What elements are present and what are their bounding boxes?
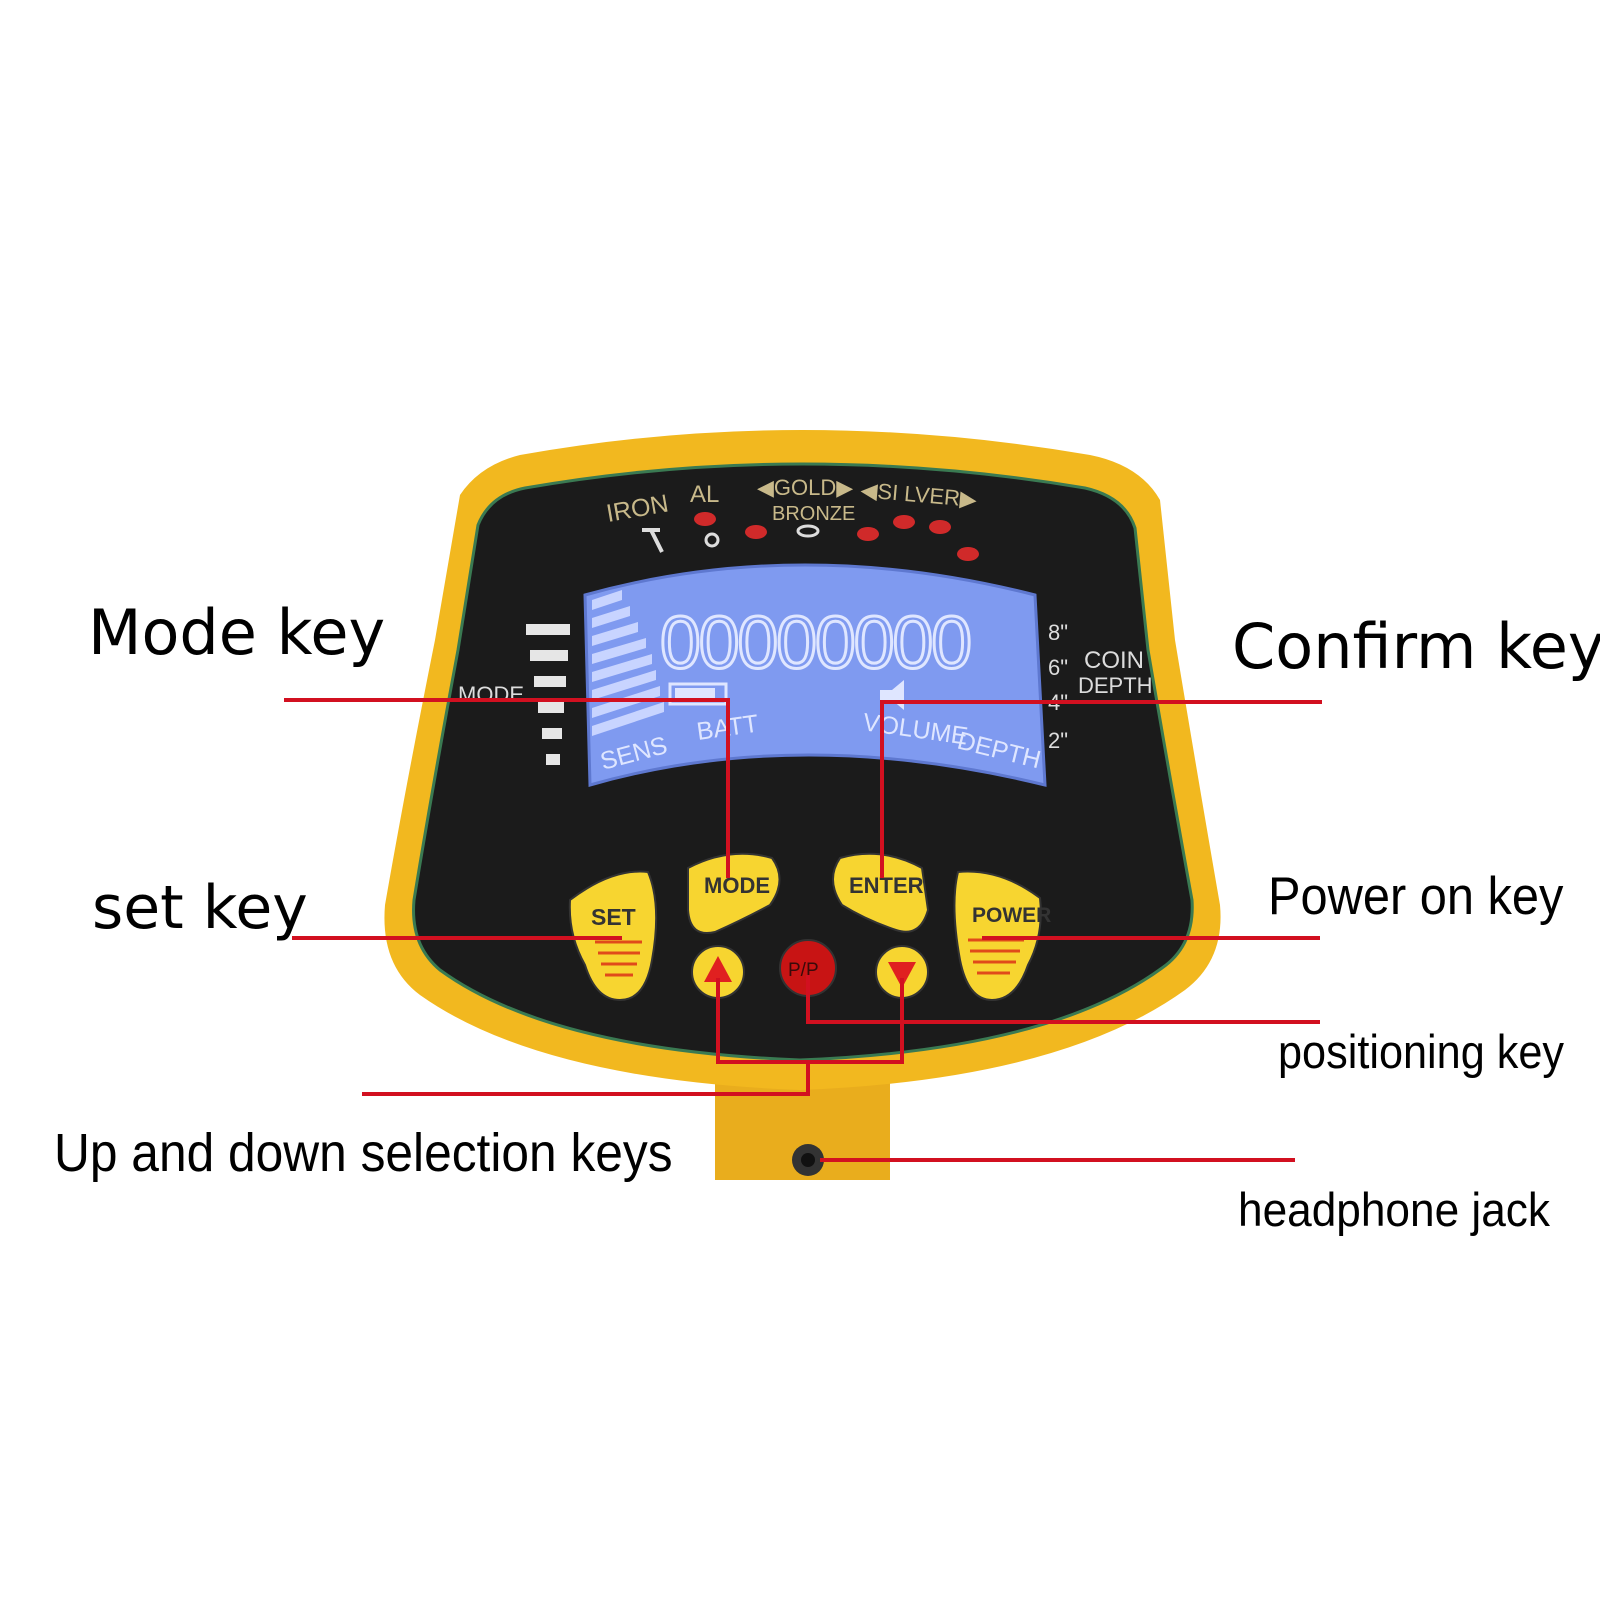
nail-icon: [642, 528, 664, 553]
set-button[interactable]: SET: [568, 870, 658, 1002]
ring-icon: [796, 524, 820, 538]
positioning-key-callout: positioning key: [1278, 1025, 1565, 1078]
power-button-label: POWER: [972, 904, 1051, 927]
depth-scale-8: 8": [1048, 620, 1068, 645]
mode-button[interactable]: MODE: [687, 852, 781, 934]
target-label-al: AL: [690, 481, 719, 508]
selection-keys-leader: [362, 1062, 810, 1096]
sens-bar-graph: [592, 590, 664, 736]
mode-key-callout: Mode key: [88, 596, 386, 669]
leader-lines: [284, 698, 1322, 1162]
set-key-callout: set key: [92, 873, 308, 943]
coin-depth-label: DEPTH: [1078, 673, 1153, 698]
pinpoint-button-label: P/P: [788, 960, 819, 981]
power-button[interactable]: POWER: [953, 870, 1051, 1002]
power-on-key-callout: Power on key: [1268, 867, 1564, 926]
confirm-key-leader: [880, 700, 1322, 878]
mode-indicator-bars: [526, 624, 570, 765]
key-icon: [704, 532, 720, 548]
mode-panel-label: MODE: [458, 682, 524, 707]
confirm-key-callout: Confirm key: [1232, 610, 1600, 683]
target-indicator-dots: [694, 512, 979, 561]
mode-key-leader: [284, 698, 730, 878]
target-label-gold: ◀GOLD▶: [757, 475, 853, 500]
lcd-screen: [583, 563, 1047, 787]
enter-button-label: ENTER: [849, 873, 924, 898]
set-button-label: SET: [591, 904, 636, 930]
target-label-bronze: BRONZE: [772, 503, 855, 525]
positioning-key-leader: [806, 975, 1320, 1024]
up-down-selection-keys-callout: Up and down selection keys: [54, 1123, 673, 1183]
headphone-jack-callout: headphone jack: [1238, 1183, 1550, 1236]
enter-button[interactable]: ENTER: [832, 852, 930, 933]
lcd-digits: 00000000: [660, 601, 970, 684]
depth-scale-2: 2": [1048, 728, 1068, 753]
up-arrow-icon: [704, 956, 732, 982]
depth-scale-6: 6": [1048, 655, 1068, 680]
coin-label: COIN: [1084, 647, 1144, 674]
pinpoint-button[interactable]: P/P: [779, 939, 837, 997]
mode-button-label: MODE: [704, 873, 770, 898]
battery-icon: [668, 682, 728, 706]
down-arrow-icon: [888, 962, 916, 988]
